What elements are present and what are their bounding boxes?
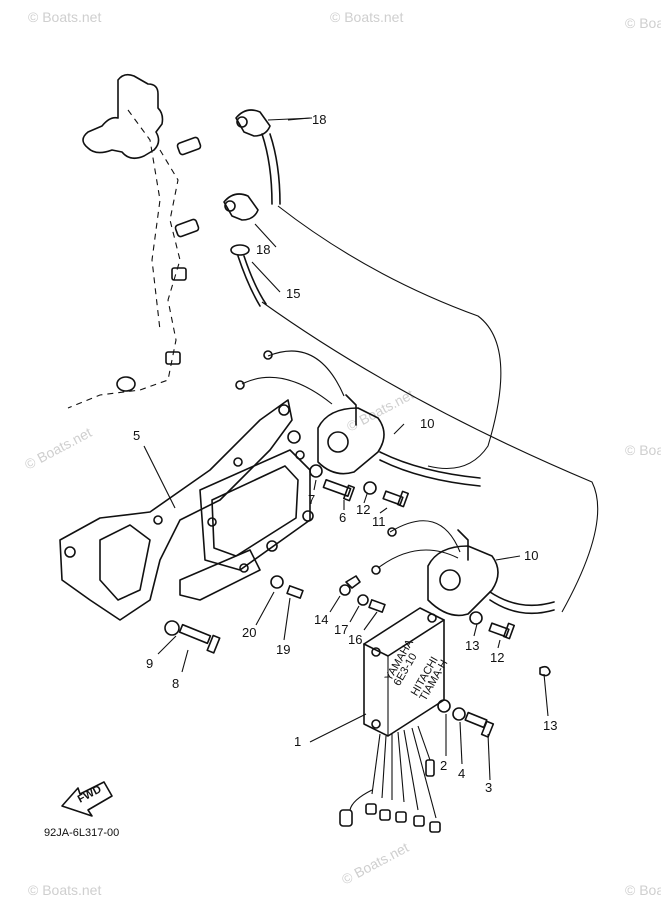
callout-15: 14 <box>314 612 328 627</box>
watermark-mid-right: © Boats.net <box>625 442 661 458</box>
callout-16: 16 <box>348 632 362 647</box>
leader-lines <box>143 117 549 781</box>
callout-20: 20 <box>242 625 256 640</box>
callout-12-upper: 12 <box>356 502 370 517</box>
ignition-coil-lower <box>371 520 555 617</box>
callout-8: 8 <box>172 676 179 691</box>
watermark-mid-left: © Boats.net <box>22 424 94 473</box>
callout-10-upper: 10 <box>420 416 434 431</box>
diagram-code: 92JA-6L317-00 <box>44 827 119 839</box>
fwd-arrow: FWD <box>61 781 113 817</box>
callout-17: 17 <box>334 622 348 637</box>
watermark-bottom-center: © Boats.net <box>339 839 411 888</box>
callout-13: 13 <box>543 718 557 733</box>
callout-5: 5 <box>133 428 140 443</box>
watermark-mid-center: © Boats.net <box>344 386 416 435</box>
callout-1: 1 <box>294 734 301 749</box>
bracket <box>59 399 314 621</box>
watermark-bottom-right: © Boats.net <box>625 882 661 898</box>
watermark-top-left: © Boats.net <box>28 9 101 25</box>
engine-outline <box>67 73 202 409</box>
watermarks: © Boats.net © Boats.net © Boats.net © Bo… <box>22 9 661 898</box>
callout-10-lower: 10 <box>524 548 538 563</box>
ignition-coil-upper <box>235 350 481 487</box>
callout-11-lower: 12 <box>490 650 504 665</box>
callout-numbers: 18 18 15 5 10 7 6 12 11 10 14 17 16 20 1… <box>133 112 557 795</box>
watermark-top-center: © Boats.net <box>330 9 403 25</box>
callout-12-lower: 13 <box>465 638 479 653</box>
callout-9: 9 <box>146 656 153 671</box>
callout-2: 2 <box>440 758 447 773</box>
callout-18-upper: 18 <box>312 112 326 127</box>
fwd-label: FWD <box>76 783 104 805</box>
callout-18-lower: 18 <box>256 242 270 257</box>
callout-14: 15 <box>286 286 300 301</box>
callout-19: 19 <box>276 642 290 657</box>
callout-4: 4 <box>458 766 465 781</box>
callout-6: 6 <box>339 510 346 525</box>
callout-7: 7 <box>308 492 315 507</box>
watermark-top-right: © Boats.net <box>625 15 661 31</box>
fasteners <box>164 464 551 738</box>
spark-plug-leads <box>223 109 599 613</box>
callout-11-upper: 11 <box>372 514 386 529</box>
watermark-bottom-left: © Boats.net <box>28 882 101 898</box>
callout-3: 3 <box>485 780 492 795</box>
